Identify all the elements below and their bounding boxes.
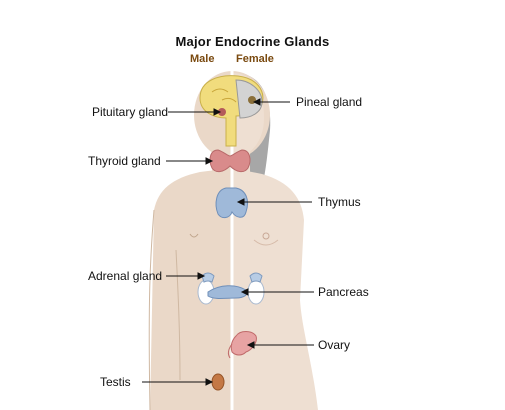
ovary-arrowhead: [246, 341, 255, 349]
male-torso: [150, 168, 232, 410]
thymus-label: Thymus: [318, 195, 361, 209]
thymus-arrowhead: [236, 198, 245, 206]
pituitary-gland: [218, 108, 226, 116]
female-nipple: [262, 232, 270, 240]
female-torso: [232, 168, 318, 410]
adrenal-gland: [201, 272, 215, 283]
testis-arrowhead: [205, 378, 214, 386]
pineal-arrowhead: [252, 98, 261, 106]
male-arm-contour: [148, 209, 155, 410]
thyroid-label: Thyroid gland: [88, 154, 161, 168]
testis-label: Testis: [100, 375, 131, 389]
pituitary-label: Pituitary gland: [92, 105, 169, 119]
male-nipple: [189, 233, 199, 238]
adrenal-gland-right: [249, 272, 263, 283]
pancreas-arrowhead: [240, 288, 249, 296]
pancreas-label: Pancreas: [318, 285, 369, 299]
testis-gland: [211, 373, 225, 391]
adrenal-arrowhead: [197, 272, 206, 280]
diagram-title: Major Endocrine Glands: [175, 34, 330, 49]
thymus-gland: [215, 187, 249, 219]
thyroid-arrowhead: [205, 157, 214, 165]
uterus: [227, 343, 233, 359]
female-label: Female: [236, 53, 274, 65]
adrenal-label: Adrenal gland: [88, 269, 163, 283]
pancreas: [207, 285, 248, 299]
pineal-label: Pineal gland: [296, 95, 363, 109]
male-label: Male: [190, 53, 215, 65]
male-armpit-line: [175, 249, 181, 381]
female-breast-contour: [253, 239, 279, 246]
pituitary-arrowhead: [213, 108, 222, 116]
ovary: [230, 331, 257, 356]
thyroid-gland: [209, 149, 251, 173]
ovary-label: Ovary: [318, 338, 351, 352]
